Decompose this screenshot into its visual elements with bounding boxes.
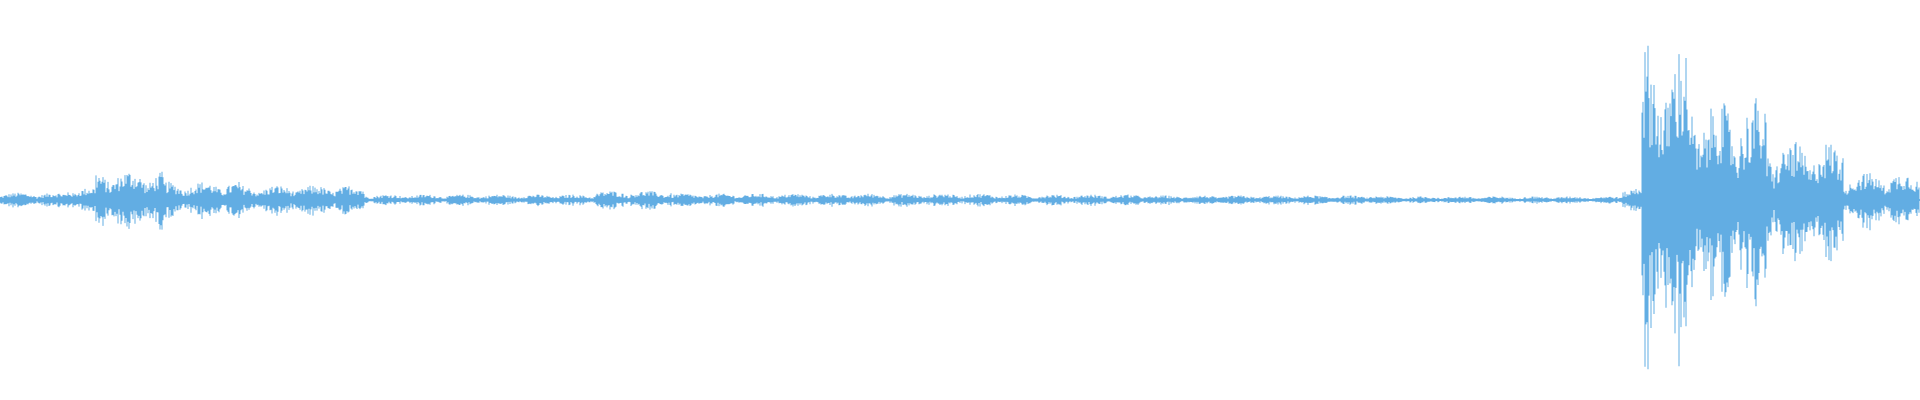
waveform-bars [0, 45, 1920, 370]
